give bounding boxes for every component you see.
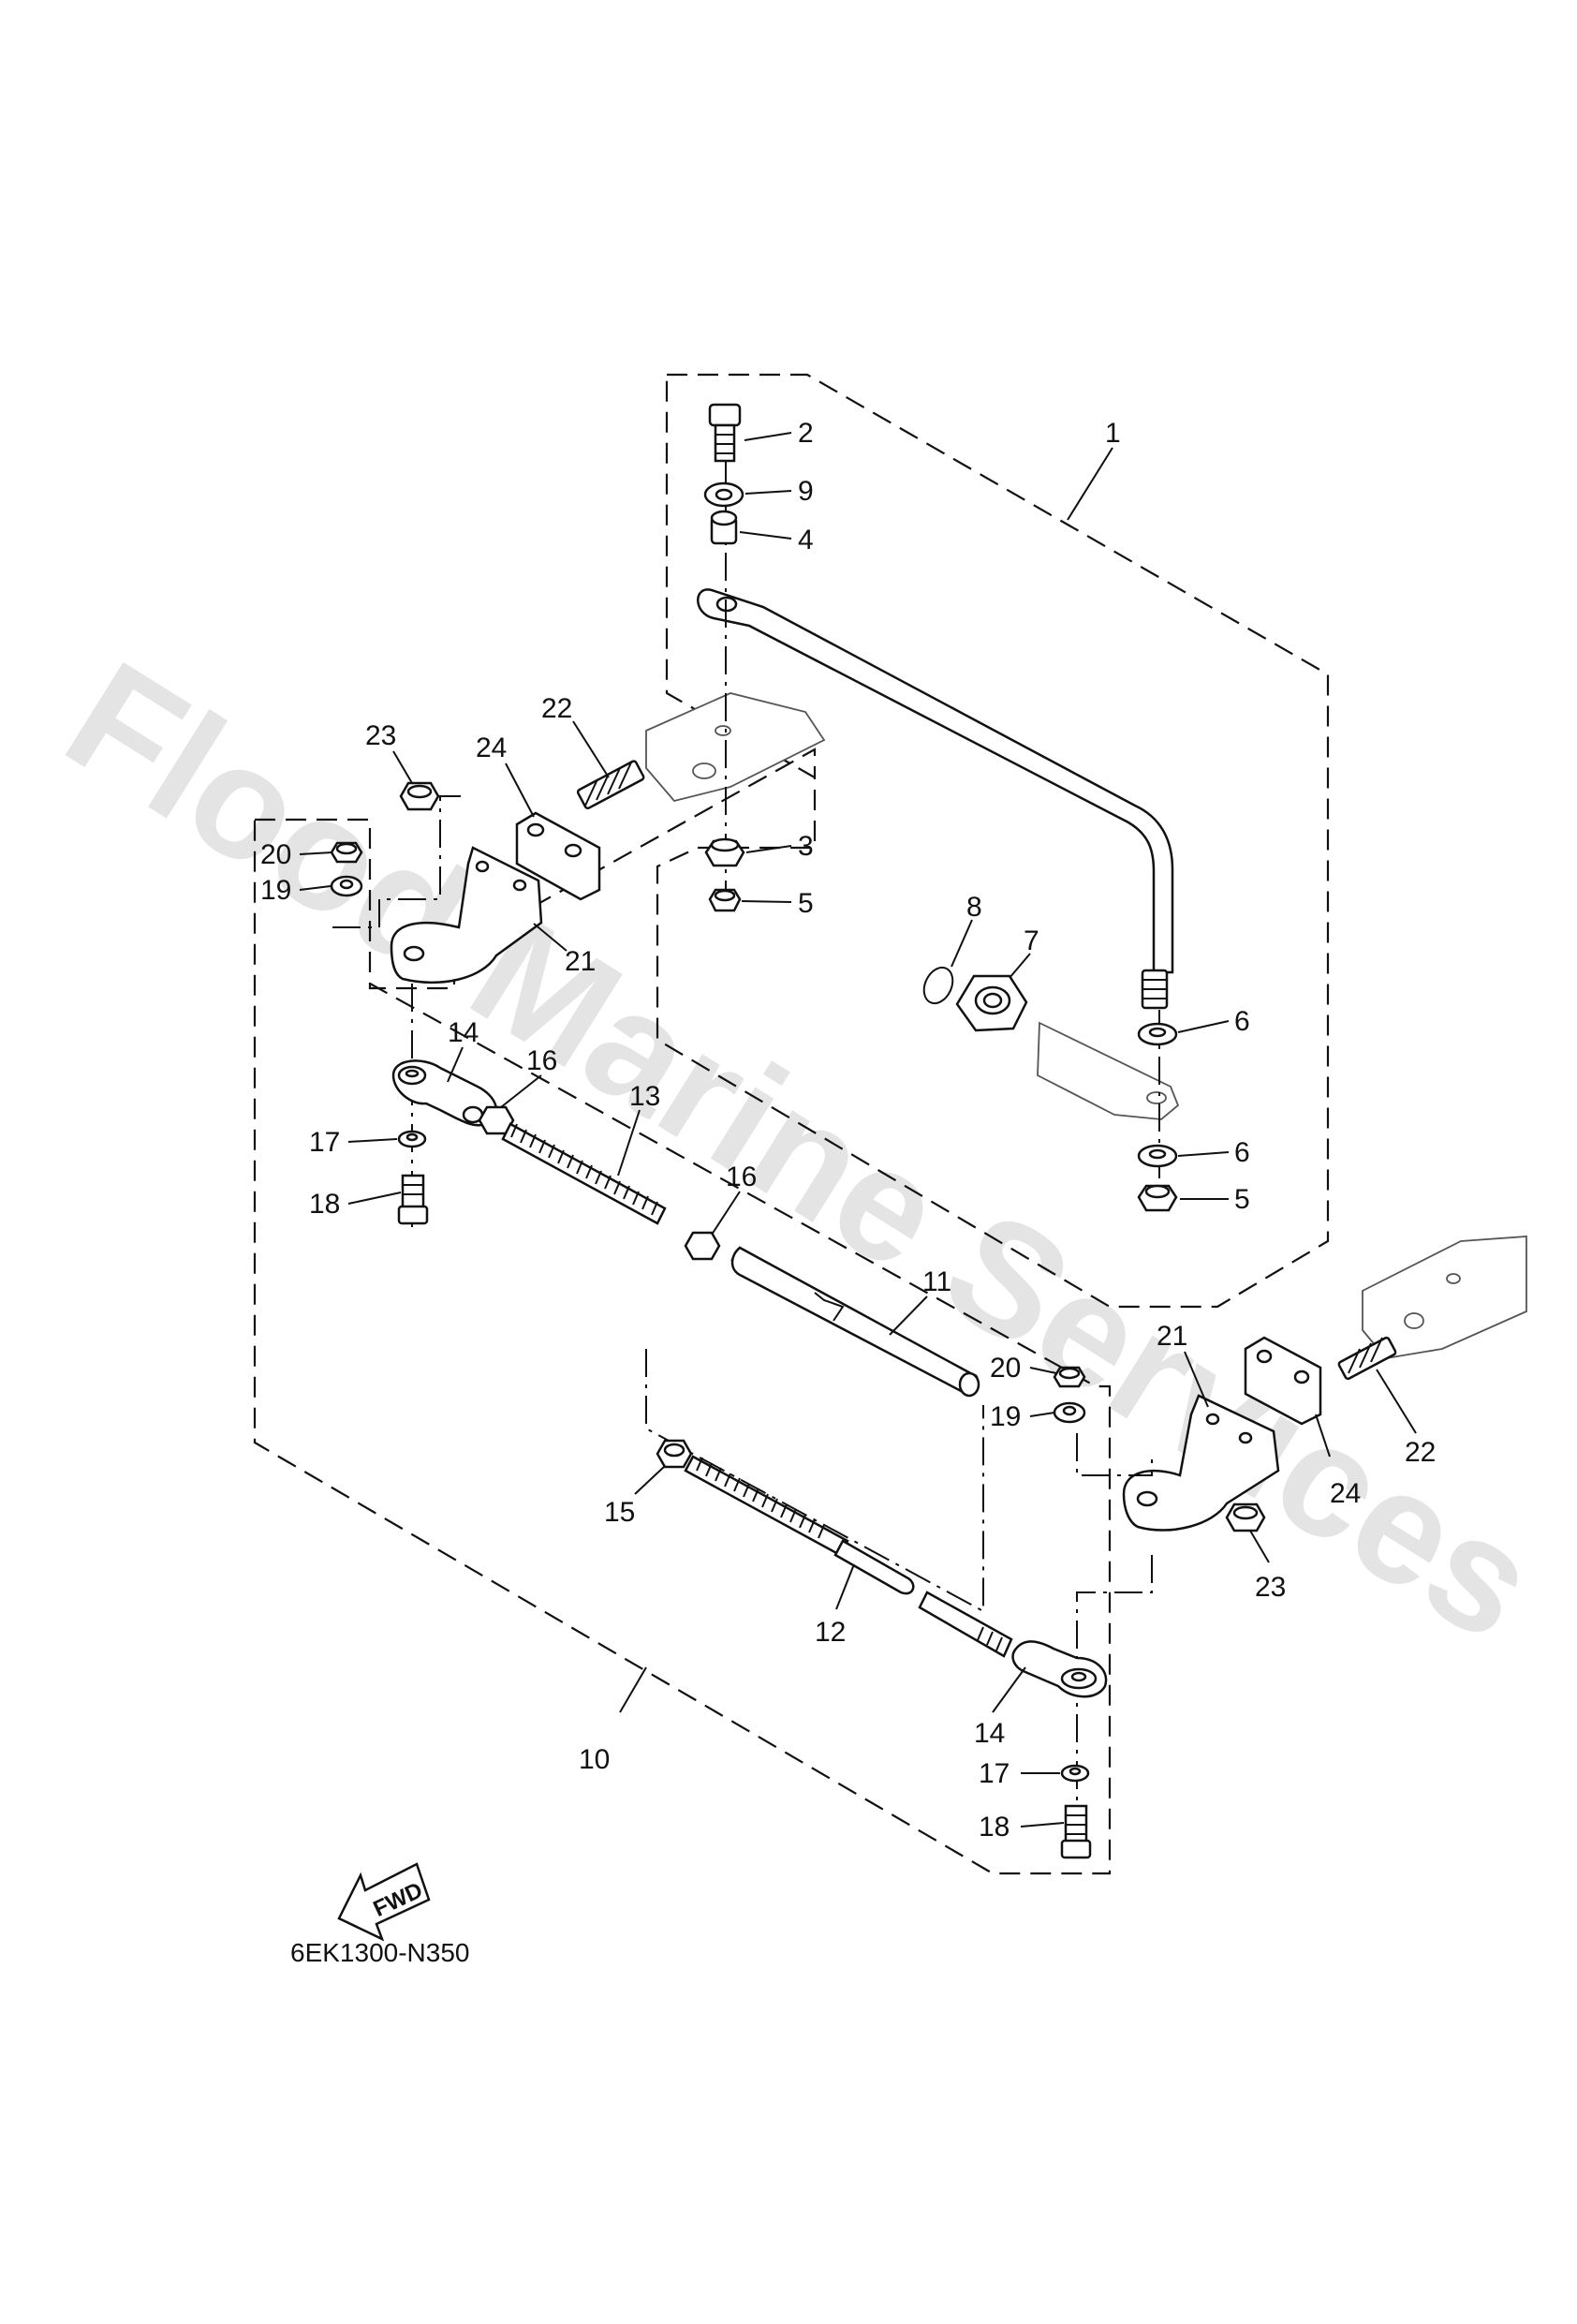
nut-23-lower [1225, 1502, 1266, 1532]
nut-3 [704, 837, 745, 867]
callout-11: 11 [922, 1266, 951, 1297]
axis-line-6 [1076, 1555, 1153, 1855]
steering-link-rod [697, 588, 1174, 1010]
washer-17-lower [1060, 1764, 1090, 1783]
fwd-arrow-icon: FWD [337, 1862, 431, 1942]
nut-16-lower [684, 1231, 721, 1261]
threaded-rod-12 [684, 1455, 1013, 1658]
bracket-21-lower [1122, 1394, 1280, 1532]
nut-5-upper [708, 888, 742, 912]
steering-arm-lower [1037, 1021, 1180, 1120]
callout-23-lower: 23 [1255, 1572, 1286, 1603]
nut-15 [656, 1439, 693, 1469]
axis-line-3 [332, 795, 461, 928]
washer-19-upper [330, 875, 363, 897]
callout-20-lower: 20 [990, 1353, 1021, 1384]
callout-22-lower: 22 [1405, 1437, 1436, 1468]
callout-6-lower: 6 [1234, 1137, 1250, 1168]
callout-4: 4 [798, 525, 814, 555]
callout-19-lower: 19 [990, 1401, 1021, 1432]
callout-14-upper: 14 [448, 1017, 479, 1048]
callout-1: 1 [1105, 418, 1121, 449]
plate-24-lower [1244, 1336, 1322, 1426]
callout-18-upper: 18 [309, 1189, 340, 1220]
bolt-22-upper [576, 760, 645, 810]
callout-labels: 1 2 9 4 3 5 8 7 6 6 5 22 24 23 20 19 21 … [260, 418, 1436, 1843]
hull-mount-lower [1362, 1236, 1527, 1359]
bracket-outline-11-12 [645, 1349, 984, 1613]
washer-17-upper [397, 1130, 427, 1148]
callout-9: 9 [798, 476, 814, 507]
nut-16-upper [478, 1105, 515, 1135]
threaded-rod-13 [501, 1122, 667, 1225]
callout-6-upper: 6 [1234, 1006, 1250, 1037]
washer-6-lower [1137, 1144, 1178, 1168]
bracket-21-upper [390, 846, 543, 984]
leader-lines [299, 432, 1417, 1828]
nut-20-upper [330, 841, 363, 864]
nut-20-lower [1053, 1366, 1086, 1388]
callout-2: 2 [798, 418, 814, 449]
hull-mount-upper [645, 692, 826, 803]
diagram-code: 6EK1300-N350 [290, 1938, 469, 1967]
callout-21-upper: 21 [565, 946, 596, 977]
bolt-22-lower [1337, 1336, 1397, 1381]
callout-12: 12 [815, 1617, 846, 1648]
axis-line-5 [1076, 1433, 1153, 1476]
callout-18-lower: 18 [979, 1812, 1010, 1843]
callout-15: 15 [604, 1497, 635, 1528]
nut-7 [955, 974, 1028, 1032]
plate-24-upper [515, 811, 601, 901]
callout-8: 8 [966, 892, 982, 923]
callout-20-upper: 20 [260, 839, 291, 870]
washer-6-upper [1137, 1022, 1178, 1046]
collar-4 [710, 510, 738, 545]
nut-23-upper [399, 781, 440, 811]
callout-24-upper: 24 [476, 733, 507, 763]
callout-24-lower: 24 [1330, 1478, 1361, 1509]
bolt-18-upper [397, 1174, 429, 1225]
callout-19-upper: 19 [260, 875, 291, 906]
callout-14-lower: 14 [974, 1718, 1005, 1749]
washer-9 [703, 481, 744, 508]
callout-7: 7 [1024, 925, 1039, 956]
nut-5-lower [1137, 1184, 1178, 1212]
o-ring-8 [922, 966, 954, 1005]
rod-end-14-lower [1011, 1640, 1108, 1698]
callout-21-lower: 21 [1157, 1321, 1187, 1352]
sleeve-11 [730, 1246, 980, 1398]
callout-3: 3 [798, 831, 814, 862]
callout-17-lower: 17 [979, 1758, 1010, 1789]
callout-17-upper: 17 [309, 1127, 340, 1158]
callout-23-upper: 23 [365, 720, 396, 751]
callout-5-lower: 5 [1234, 1184, 1250, 1215]
rod-end-14-upper [391, 1059, 498, 1127]
bolt-18-lower [1060, 1804, 1092, 1859]
bolt-2 [708, 403, 742, 463]
callout-13: 13 [629, 1081, 660, 1112]
group-10-outline [253, 818, 1112, 1875]
callout-16-upper: 16 [526, 1045, 557, 1076]
callout-22-upper: 22 [541, 693, 572, 724]
callout-16-lower: 16 [726, 1162, 757, 1192]
callout-10: 10 [579, 1744, 610, 1775]
callout-5-upper: 5 [798, 888, 814, 919]
washer-19-lower [1053, 1401, 1086, 1424]
